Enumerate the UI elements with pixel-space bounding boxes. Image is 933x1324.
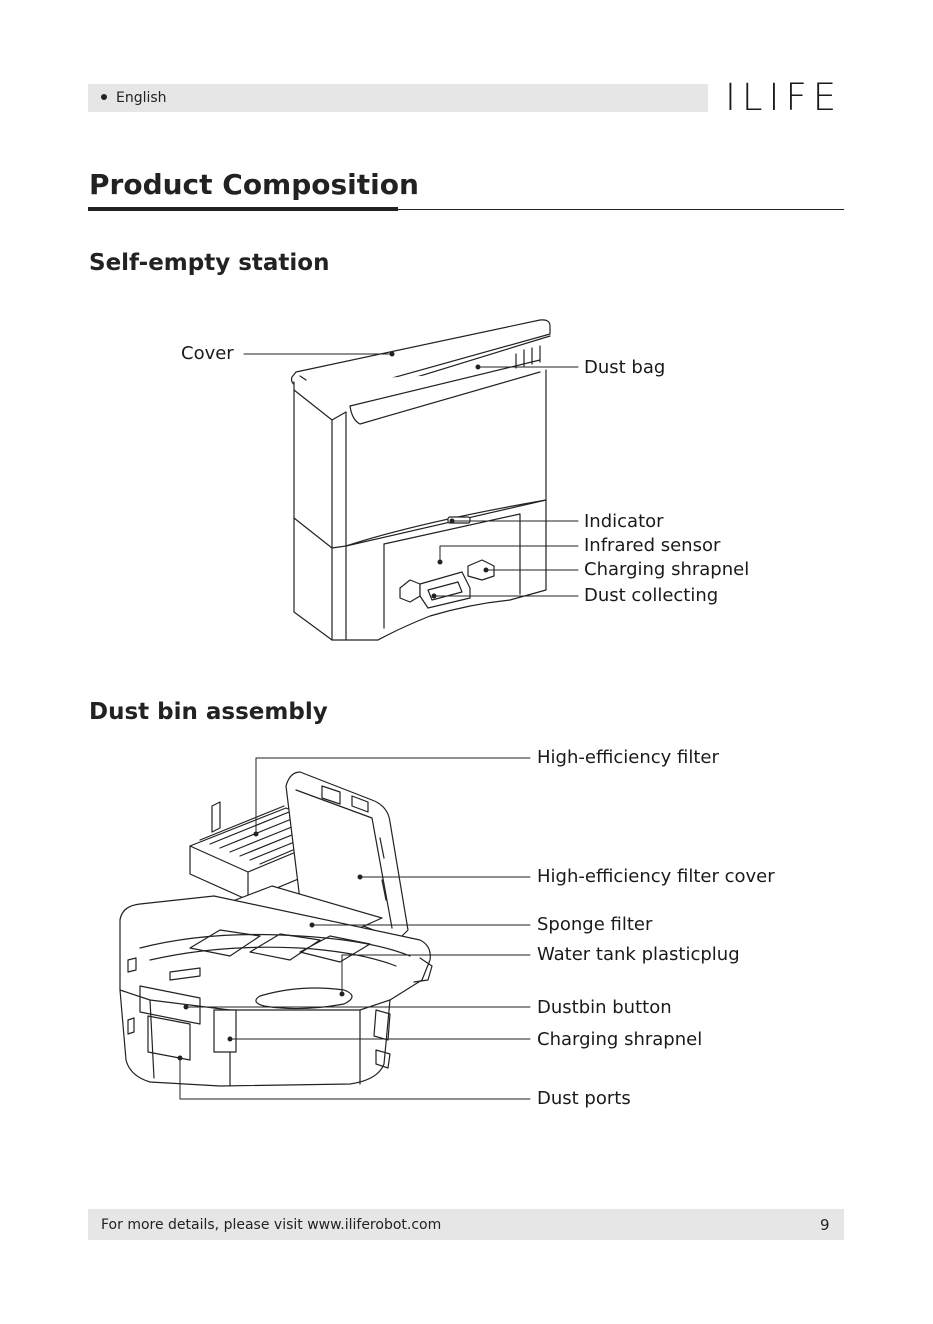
- section-title-dustbin: Dust bin assembly: [89, 699, 328, 725]
- label-indicator: Indicator: [584, 511, 664, 532]
- brand-logo: ILIFE: [725, 76, 843, 119]
- bullet-icon: [101, 94, 107, 100]
- section-title-station: Self-empty station: [89, 250, 330, 276]
- header-bar: [88, 84, 708, 112]
- station-leaders: [243, 353, 579, 597]
- title-underline: [88, 207, 398, 211]
- label-cover: Cover: [181, 343, 234, 364]
- label-dust-bag: Dust bag: [584, 357, 666, 378]
- label-infrared-sensor: Infrared sensor: [584, 535, 721, 556]
- label-charging-shrapnel-bin: Charging shrapnel: [537, 1029, 703, 1050]
- label-dustbin-button: Dustbin button: [537, 997, 672, 1018]
- dustbin-leaders: [179, 757, 531, 1100]
- dustbin-illustration: [119, 771, 433, 1087]
- label-hepa-filter: High-efficiency filter: [537, 747, 719, 768]
- footer-bar: [88, 1209, 844, 1240]
- label-dust-ports: Dust ports: [537, 1088, 631, 1109]
- page-number: 9: [820, 1216, 830, 1234]
- language-label: English: [116, 90, 167, 106]
- label-dust-collecting: Dust collecting: [584, 585, 719, 606]
- label-water-tank-plug: Water tank plasticplug: [537, 944, 740, 965]
- label-sponge-filter: Sponge filter: [537, 914, 653, 935]
- station-illustration: [290, 319, 551, 641]
- label-charging-shrapnel-station: Charging shrapnel: [584, 559, 750, 580]
- footer-text: For more details, please visit www.ilife…: [101, 1217, 442, 1233]
- title-rule: [88, 209, 844, 210]
- language-indicator: English: [101, 88, 167, 108]
- label-hepa-filter-cover: High-efficiency filter cover: [537, 866, 775, 887]
- page-title: Product Composition: [89, 168, 419, 201]
